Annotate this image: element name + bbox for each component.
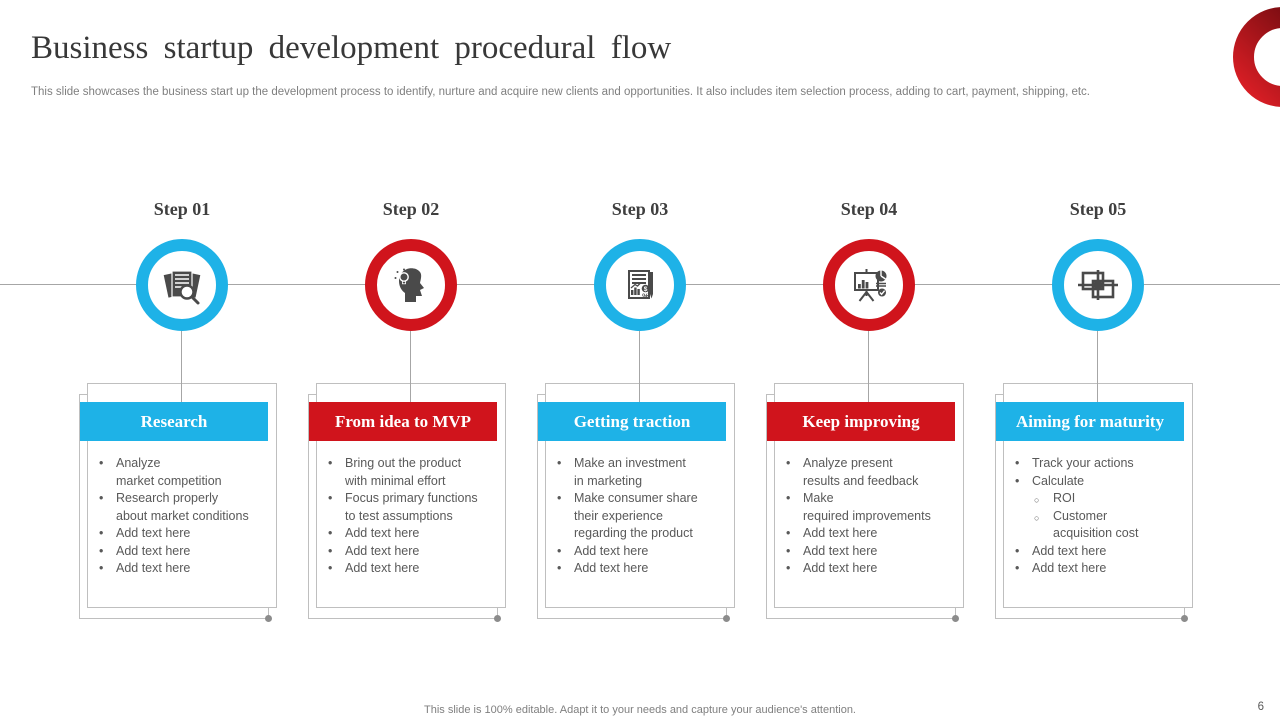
- bullet-item: Add text here: [775, 560, 959, 578]
- step-02-column: Step 02 Bring out the product with minim…: [308, 0, 514, 720]
- bullet-item: Calculate: [1004, 473, 1188, 491]
- card-header: Getting traction: [538, 402, 726, 441]
- step-04-column: Step 04 Analyze present results and feed…: [766, 0, 972, 720]
- card-header: Aiming for maturity: [996, 402, 1184, 441]
- document-search-icon: [163, 270, 201, 305]
- slide-subtitle: This slide showcases the business start …: [31, 86, 1091, 98]
- bullet-item: Research properly about market condition…: [88, 490, 272, 525]
- step-label: Step 04: [840, 199, 898, 219]
- bullet-item: Add text here: [317, 560, 501, 578]
- presentation-chart-icon: [854, 269, 887, 302]
- sub-bullet-item: Customer acquisition cost: [1004, 508, 1188, 543]
- page-number: 6: [1257, 701, 1264, 713]
- bullet-item: Analyze market competition: [88, 455, 272, 490]
- svg-text:$: $: [644, 286, 648, 293]
- step-label: Step 02: [382, 199, 440, 219]
- bullet-list: Make an investment in marketing Make con…: [546, 455, 730, 578]
- bullet-item: Add text here: [317, 543, 501, 561]
- corner-dot: [1181, 615, 1188, 622]
- step-circle: [365, 239, 457, 331]
- bullet-item: Add text here: [775, 543, 959, 561]
- bullet-item: Add text here: [546, 543, 730, 561]
- bullet-item: Add text here: [317, 525, 501, 543]
- bullet-item: Add text here: [1004, 543, 1188, 561]
- bullet-list: Bring out the product with minimal effor…: [317, 455, 501, 578]
- step-label: Step 01: [153, 199, 211, 219]
- bullet-item: Add text here: [88, 543, 272, 561]
- bullet-item: Focus primary functions to test assumpti…: [317, 490, 501, 525]
- svg-text:%: %: [642, 292, 649, 301]
- corner-dot: [723, 615, 730, 622]
- bullet-item: Bring out the product with minimal effor…: [317, 455, 501, 490]
- footer-note: This slide is 100% editable. Adapt it to…: [424, 704, 856, 716]
- step-03-column: Step 03 $ % Make an investment in market…: [537, 0, 743, 720]
- card-header: Research: [80, 402, 268, 441]
- bullet-list: Track your actions Calculate ROI Custome…: [1004, 455, 1188, 578]
- bullet-item: Add text here: [546, 560, 730, 578]
- bullet-item: Add text here: [775, 525, 959, 543]
- step-01-column: Step 01 Analyze market competition Resea…: [79, 0, 285, 720]
- connector-line: [410, 331, 411, 402]
- bullet-item: Track your actions: [1004, 455, 1188, 473]
- sub-bullet-item: ROI: [1004, 490, 1188, 509]
- step-label: Step 03: [611, 199, 669, 219]
- target-frame-icon: [1078, 270, 1118, 300]
- step-circle: [823, 239, 915, 331]
- connector-line: [181, 331, 182, 402]
- connector-line: [639, 331, 640, 402]
- bullet-item: Add text here: [88, 560, 272, 578]
- card-header: Keep improving: [767, 402, 955, 441]
- page-title: Business startup development procedural …: [31, 30, 672, 66]
- idea-head-icon: [394, 268, 424, 302]
- step-circle: [1052, 239, 1144, 331]
- connector-line: [1097, 331, 1098, 402]
- card-header: From idea to MVP: [309, 402, 497, 441]
- financial-report-icon: $ %: [628, 270, 653, 301]
- bullet-item: Add text here: [1004, 560, 1188, 578]
- bullet-item: Make consumer share their experience reg…: [546, 490, 730, 543]
- step-05-column: Step 05 Track your actions Calculate ROI…: [995, 0, 1201, 720]
- connector-line: [868, 331, 869, 402]
- corner-dot: [952, 615, 959, 622]
- bullet-item: Make an investment in marketing: [546, 455, 730, 490]
- corner-dot: [265, 615, 272, 622]
- red-ring-logo-icon: [1233, 7, 1280, 107]
- bullet-item: Add text here: [88, 525, 272, 543]
- corner-dot: [494, 615, 501, 622]
- step-circle: [136, 239, 228, 331]
- bullet-list: Analyze market competition Research prop…: [88, 455, 272, 578]
- step-label: Step 05: [1069, 199, 1127, 219]
- step-circle: $ %: [594, 239, 686, 331]
- bullet-list: Analyze present results and feedback Mak…: [775, 455, 959, 578]
- bullet-item: Analyze present results and feedback: [775, 455, 959, 490]
- bullet-item: Make required improvements: [775, 490, 959, 525]
